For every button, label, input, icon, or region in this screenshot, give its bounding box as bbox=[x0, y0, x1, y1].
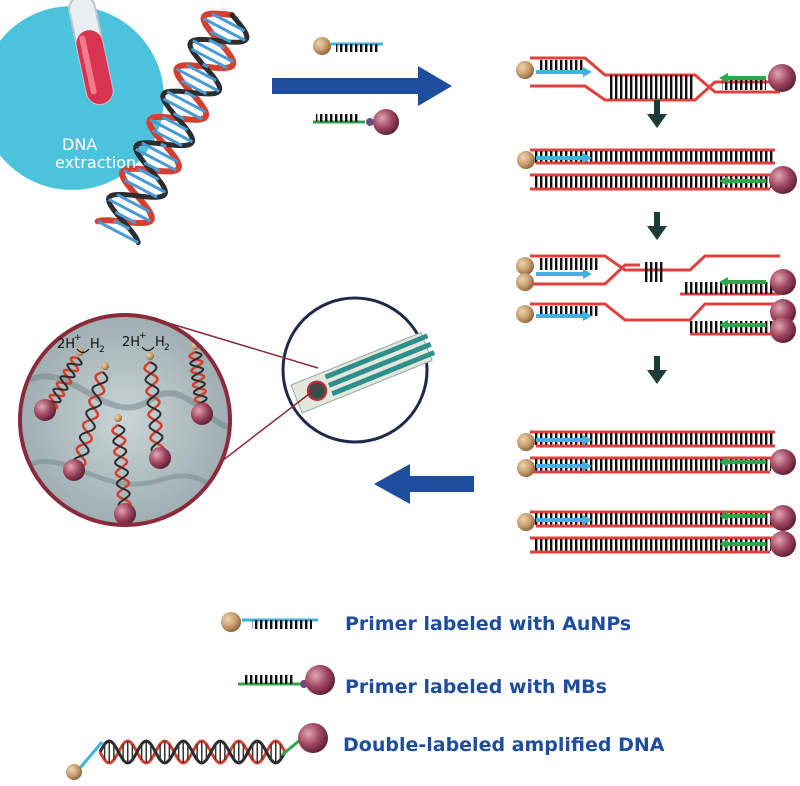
right-hydrogen-subscript: 2 bbox=[164, 343, 170, 353]
base-pair-rung bbox=[192, 39, 234, 64]
aunp-primer-top bbox=[313, 37, 383, 55]
magnetic-bead bbox=[34, 399, 56, 421]
base-pair-rung bbox=[172, 112, 185, 121]
base-pair-rung bbox=[113, 219, 131, 231]
test-tube-icon bbox=[68, 0, 114, 106]
legend-double-labeled-label: Double-labeled amplified DNA bbox=[343, 734, 665, 756]
base-pair-rung bbox=[160, 142, 167, 148]
right-reaction-arc bbox=[141, 346, 155, 352]
screen-printed-electrode-icon bbox=[290, 331, 436, 414]
base-pair-rung bbox=[123, 169, 167, 194]
left-proton-label: 2H bbox=[57, 337, 75, 352]
process-arrow-left bbox=[374, 464, 474, 504]
step2-extension bbox=[517, 148, 797, 194]
base-pair-rung bbox=[184, 90, 197, 99]
base-pair-rung bbox=[186, 63, 217, 82]
legend-mb-primer-icon bbox=[238, 665, 335, 695]
base-pair-rung bbox=[211, 12, 246, 33]
amplicon-strand bbox=[45, 357, 83, 409]
amplicon-strand bbox=[112, 424, 131, 511]
base-pair-rung bbox=[143, 161, 161, 173]
magnetic-bead bbox=[191, 403, 213, 425]
dna-extraction-illustration bbox=[0, 0, 250, 246]
dna-helix-icon bbox=[94, 10, 250, 246]
right-proton-superscript: + bbox=[139, 331, 147, 341]
base-pair-rung bbox=[116, 193, 151, 213]
base-pair-rung bbox=[114, 210, 137, 225]
extraction-label-line2: extraction bbox=[55, 153, 136, 172]
down-arrow-1 bbox=[647, 100, 667, 128]
process-arrow-right bbox=[272, 66, 452, 106]
legend-aunp-primer-label: Primer labeled with AuNPs bbox=[345, 613, 631, 635]
magnetic-bead bbox=[63, 459, 85, 481]
left-hydrogen-subscript: 2 bbox=[99, 345, 105, 355]
right-proton-label: 2H bbox=[122, 335, 140, 350]
mb-primer-top bbox=[313, 109, 399, 135]
left-proton-superscript: + bbox=[74, 333, 82, 343]
legend-aunp-primer-icon bbox=[221, 612, 318, 632]
base-pair-rung bbox=[202, 62, 209, 69]
base-pair-rung bbox=[123, 178, 158, 199]
zoom-connector-top bbox=[164, 321, 319, 369]
step3-second-cycle bbox=[516, 254, 796, 343]
base-pair-rung bbox=[202, 17, 246, 42]
base-pair-rung bbox=[162, 97, 203, 121]
base-pair-rung bbox=[97, 220, 139, 244]
amplicon-strand bbox=[72, 371, 109, 469]
gold-nanoparticle bbox=[146, 352, 154, 360]
gold-nanoparticle bbox=[114, 414, 122, 422]
step1-primer-annealing bbox=[516, 56, 796, 102]
left-reaction-arc bbox=[76, 348, 90, 354]
amplicon-strand bbox=[144, 361, 164, 456]
gold-nanoparticle bbox=[101, 362, 109, 370]
base-pair-rung bbox=[208, 38, 226, 50]
base-pair-rung bbox=[166, 90, 207, 114]
base-pair-rung bbox=[137, 167, 160, 181]
legend-double-labeled-dna-icon bbox=[66, 723, 328, 780]
base-pair-rung bbox=[180, 79, 208, 96]
base-pair-rung bbox=[190, 47, 228, 70]
down-arrow-2 bbox=[647, 212, 667, 240]
legend-mb-primer-label: Primer labeled with MBs bbox=[345, 676, 607, 698]
extraction-bubble bbox=[0, 6, 164, 190]
amplification-steps bbox=[516, 56, 797, 557]
magnetic-bead bbox=[149, 447, 171, 469]
base-pair-rung bbox=[209, 29, 232, 44]
extraction-label-line1: DNA bbox=[62, 135, 97, 154]
amplicon-strand bbox=[189, 351, 208, 411]
base-pair-rung bbox=[161, 115, 189, 132]
left-hydrogen-label: H bbox=[90, 337, 100, 352]
base-pair-rung bbox=[152, 128, 183, 147]
magnetic-bead bbox=[114, 503, 136, 525]
base-pair-rung bbox=[175, 67, 220, 93]
base-pair-rung bbox=[149, 118, 194, 144]
step4-amplified-products bbox=[517, 430, 796, 557]
right-hydrogen-label: H bbox=[155, 335, 165, 350]
base-pair-rung bbox=[135, 147, 177, 172]
base-pair-rung bbox=[141, 141, 179, 164]
base-pair-rung bbox=[107, 198, 151, 223]
legend bbox=[66, 612, 335, 780]
down-arrow-3 bbox=[647, 356, 667, 384]
electrode-sensor-view bbox=[281, 296, 436, 444]
